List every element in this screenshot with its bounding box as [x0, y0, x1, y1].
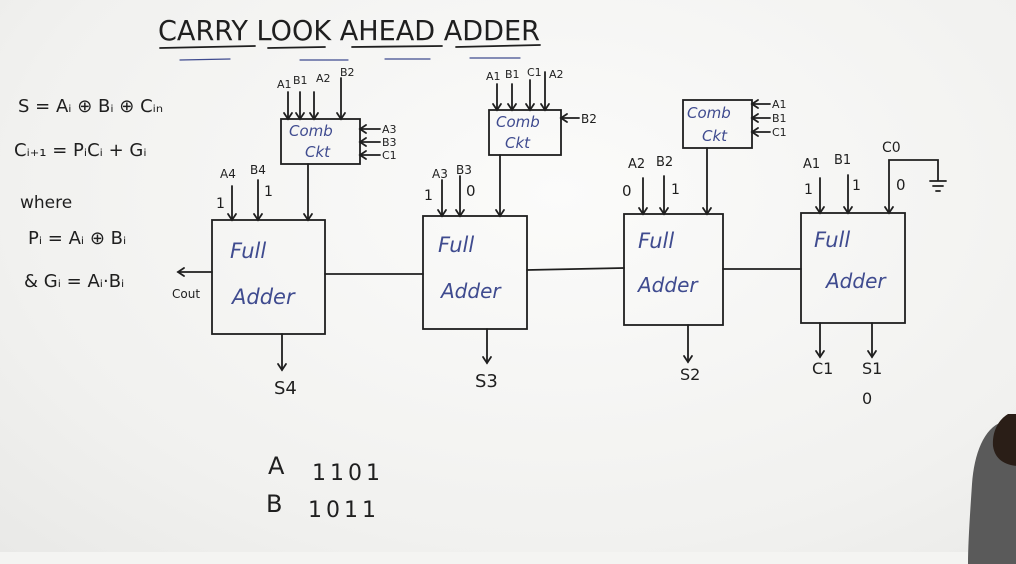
stage4-sum-label: S4 — [274, 378, 297, 399]
comb4-label-1: Comb — [289, 122, 333, 140]
presenter-figure — [968, 414, 1016, 564]
input-a-label: A — [268, 452, 285, 480]
g-definition: & Gᵢ = Aᵢ·Bᵢ — [24, 271, 124, 292]
comb4-in-b2: B2 — [340, 66, 355, 79]
adder2-label-1: Full — [638, 229, 674, 253]
comb3-label-2: Ckt — [505, 134, 531, 152]
comb3-in-c1: C1 — [527, 66, 542, 79]
stage1-b-value: 1 — [852, 178, 861, 194]
stage1-carry-label: C1 — [812, 359, 833, 378]
full-adder-3 — [422, 215, 528, 330]
stage4-b-label: B4 — [250, 163, 266, 177]
stage1-c0-label: C0 — [882, 140, 901, 156]
comb4-in-b3: B3 — [382, 136, 397, 149]
stage2-a-label: A2 — [628, 157, 645, 172]
stage4-cout-label: Cout — [172, 287, 200, 301]
comb2-in-a1: A1 — [772, 98, 787, 111]
comb4-in-b1: B1 — [293, 74, 308, 87]
comb4-in-c1: C1 — [382, 149, 397, 162]
stage2-a-value: 0 — [622, 182, 632, 200]
stage1-sum-value: 0 — [862, 389, 872, 408]
stage4-b-value: 1 — [264, 184, 273, 200]
stage3-sum-label: S3 — [475, 371, 498, 392]
p-definition: Pᵢ = Aᵢ ⊕ Bᵢ — [28, 228, 126, 249]
adder3-label-2: Adder — [439, 279, 502, 303]
carry-formula: Cᵢ₊₁ = PᵢCᵢ + Gᵢ — [14, 140, 147, 161]
comb2-label-2: Ckt — [702, 127, 728, 145]
comb-ckt-3 — [488, 109, 562, 156]
stage2-b-label: B2 — [656, 155, 673, 170]
comb-ckt-2 — [682, 99, 753, 149]
input-b-bits: 1011 — [308, 498, 380, 523]
stage1-b-label: B1 — [834, 153, 851, 168]
adder4-label-1: Full — [230, 239, 266, 263]
stage1-a-value: 1 — [804, 182, 813, 198]
comb4-in-a3: A3 — [382, 123, 397, 136]
stage3-b-label: B3 — [456, 163, 472, 177]
comb4-in-a1: A1 — [277, 78, 292, 91]
stage2-sum-label: S2 — [680, 365, 700, 384]
adder1-label-1: Full — [814, 228, 850, 252]
adder3-label-1: Full — [438, 233, 474, 257]
comb3-label-1: Comb — [496, 113, 540, 131]
stage4-a-value: 1 — [216, 196, 225, 212]
comb3-in-b1: B1 — [505, 68, 520, 81]
full-adder-4 — [211, 219, 326, 335]
comb3-in-a1: A1 — [486, 70, 501, 83]
comb4-label-2: Ckt — [305, 143, 331, 161]
adder4-label-2: Adder — [230, 285, 296, 309]
input-b-label: B — [266, 490, 282, 518]
input-a-bits: 1101 — [312, 461, 384, 486]
stage1-c0-value: 0 — [896, 176, 906, 194]
adder1-label-2: Adder — [824, 269, 887, 293]
stage4-a-label: A4 — [220, 167, 236, 181]
stage1-a-label: A1 — [803, 157, 820, 172]
stage3-b-value: 0 — [466, 182, 476, 200]
sum-formula: S = Aᵢ ⊕ Bᵢ ⊕ Cᵢₙ — [18, 96, 163, 117]
comb3-in-b2: B2 — [581, 112, 597, 126]
circuit-diagram: CARRY LOOK AHEAD ADDER S = Aᵢ ⊕ Bᵢ ⊕ Cᵢₙ… — [14, 14, 947, 523]
page-title: CARRY LOOK AHEAD ADDER — [158, 14, 540, 47]
comb3-in-a2: A2 — [549, 68, 564, 81]
comb2-in-b1: B1 — [772, 112, 787, 125]
where-label: where — [20, 193, 72, 213]
stage2-b-value: 1 — [671, 182, 680, 198]
comb4-in-a2: A2 — [316, 72, 331, 85]
adder2-label-2: Adder — [636, 273, 699, 297]
stage3-a-label: A3 — [432, 167, 448, 181]
whiteboard — [0, 0, 1016, 552]
full-adder-1 — [800, 212, 906, 324]
comb2-in-c1: C1 — [772, 126, 787, 139]
stage3-a-value: 1 — [424, 188, 433, 204]
comb2-label-1: Comb — [687, 104, 731, 122]
stage1-sum-label: S1 — [862, 359, 882, 378]
